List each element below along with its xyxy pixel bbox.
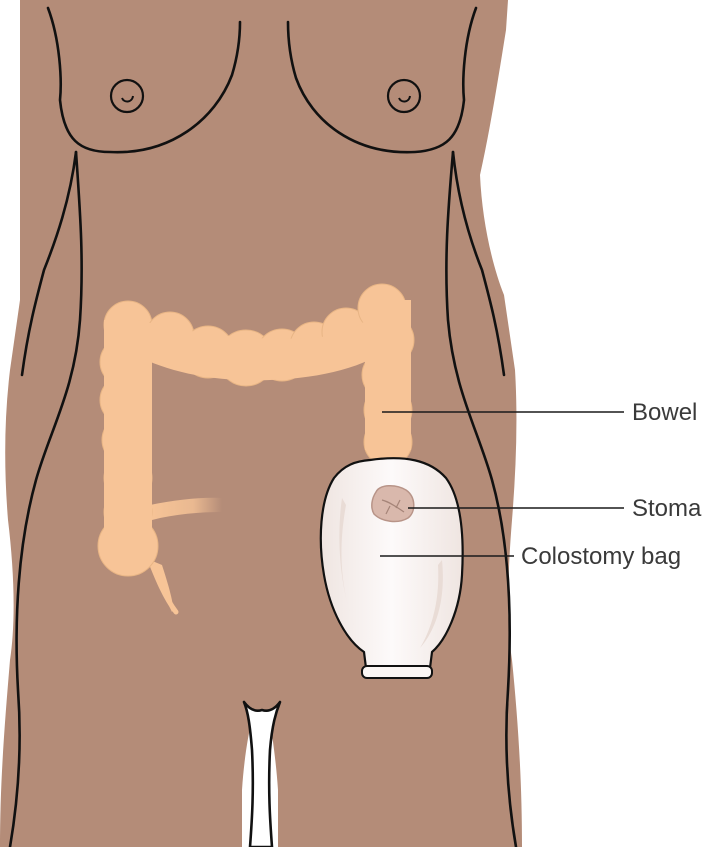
- stoma: [372, 486, 414, 522]
- bag-outlet: [362, 666, 432, 678]
- crotch-outline: [244, 702, 280, 847]
- stoma-label: Stoma: [632, 495, 702, 522]
- bowel-label: Bowel: [632, 399, 697, 426]
- colostomy-bag-label: Colostomy bag: [521, 543, 681, 570]
